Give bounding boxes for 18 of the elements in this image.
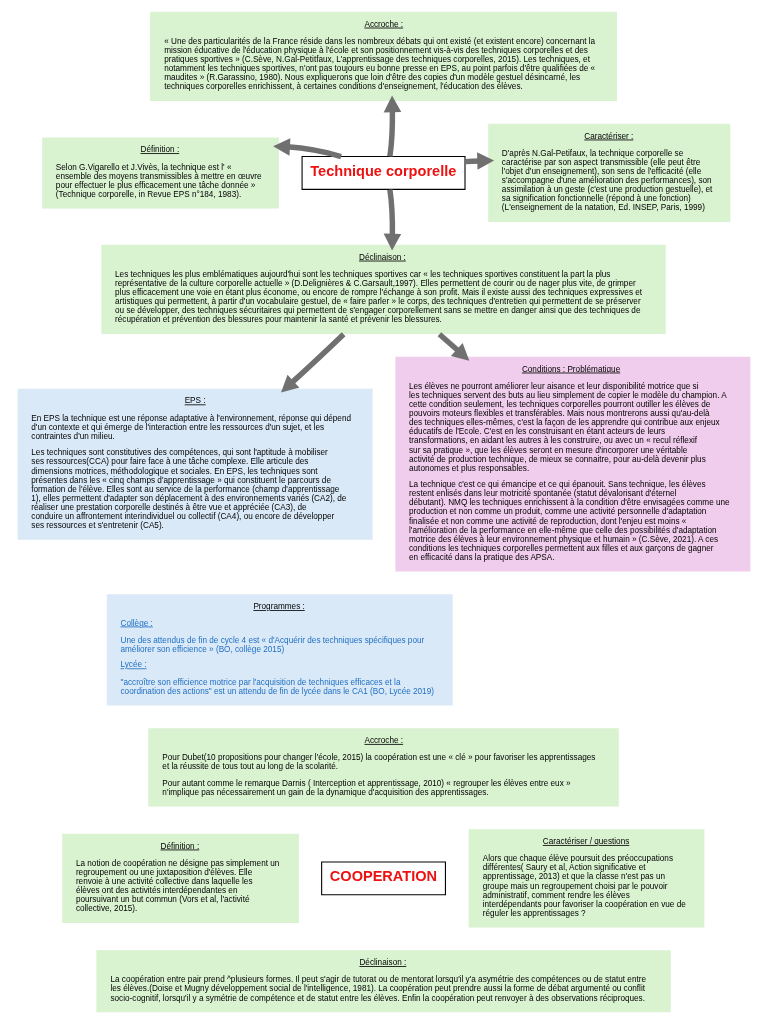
node-box: Caractériser : D'après N.Gal-Petifaux, la technique corporelle se caractérise par son aspect transmissible (elle peut être l'objet d'un enseignement), son sens de l'efficacité (elle s'accompagne d'une amélioration des performances), son assimilation à un geste (c'est une production gestuelle), et sa signification fonctionnelle (répond à une fonction) (L'enseignement de la natation, Ed. INSEP, Paris, 1999) [488, 123, 731, 223]
arrow [383, 189, 402, 251]
node-box: Accroche : « Une des particularités de la France réside dans les nombreux débats qui ont existé (et existent encore) concernant la mission éducative de l'éducation physique à l'école et son positionnement vis-à-vis des techniques corporelles et des pratiques sportives » (C.Sève, N.Gal-Petitfaux, L'apprentissage des techniques corporelles, 2015). Les techniques, et notamment les techniques sportives, n'ont pas toujours eu bonne presse en EPS, au point parfois d'être qualifiées de « maudites » (R.Garassino, 1980). Nous expliquerons que loin d'être des copies d'un modèle gestuel désincarné, les techniques corporelles enrichissent, à certaines conditions d'enseignement, l'éducation des élèves. [150, 11, 617, 102]
node-box: Déclinaison : La coopération entre pair prend ^plusieurs formes. Il peut s'agir de tutorat ou de mentorat lorsqu'il y'a asymétrie des compétences ou de statut entre les élèves.(Doise et Mugny développement social de l'intelligence, 1981). La coopération peut prendre aussi la forme de débat argumenté ou conflit socio-cognitif, lorsqu'il y a symétrie de compétence et de statut entre les élèves. Enfin la coopération peut renvoyer à des observations réciproques. [96, 950, 671, 1013]
node-box: EPS : En EPS la technique est une réponse adaptative à l'environnement, réponse qui dépend d'un contexte et qui émerge de l'interaction entre les ressources d'un sujet, et les contraintes d'un milieu. Les techniques sont constitutives des compétences, qui sont l'aptitude à mobiliser ses ressources(CCA) pour faire face à une tâche complexe. Elle articule des dimensions motrices, méthodologique et sociales. En EPS, les techniques sont présentes dans les « cinq champs d'apprentissage » qui constituent le parcours de formation de l'élève. Elles sont au service de la performance (champ d'apprentissage 1), elles permettent d'adapter son déplacement à des environnements variés (CA2), de réaliser une prestation corporelle destinés à être vue et appréciée (CA3), de conduire un affrontement interindividuel ou collectif (CA4), ou encore de développer ses ressources et s'entretenir (CA5). [17, 388, 373, 540]
node-box: Conditions : Problématique Les élèves ne pourront améliorer leur aisance et leur disponibilité motrice que si les techniques servent des buts au lieu simplement de copier le modèle du champion. A cette condition seulement, les techniques corporelles pourront outiller les élèves de pouvoirs moteurs flexibles et transférables. Mais nous montrerons aussi qu'au-delà des techniques elles-mêmes, c'est la façon de les apprendre qui contribue aux enjeux éducatifs de l'Ecole. C'est en les construisant en étant acteurs de leurs transformations, en aidant les autres à les construire, ou avec un « recul réflexif sur sa pratique », que les élèves seront en mesure d'incorporer une véritable activité de production technique, de mieux se connaitre, pour au-delà devenir plus autonomes et plus responsables. La technique c'est ce qui émancipe et ce qui épanouit. Sans technique, les élèves restent enlisés dans leur motricité spontanée (statut dévalorisant d'éternel débutant). NMQ les techniques enrichissent à la condition d'être envisagées comme une production et non comme un produit, comme une activité personnelle d'adaptation finalisée et non comme une activité de reproduction, dont l'enjeu est moins « l'amélioration de la performance en elle-même que celle des possibilités d'adaptation motrice des élèves à leur environnement physique et humain » (C.Sève, 2021). A ces conditions les techniques corporelles permettent aux filles et aux garçons de gagner en efficacité dans la pratique des APSA. [395, 356, 751, 572]
node-box: Caractériser / questions Alors que chaque élève poursuit des préoccupations différentes( Saury et al, Action significative et apprentissage, 2013) et que la classe n'est pas un groupe mais un regroupement choisi par le pouvoir administratif, comment rendre les élèves interdépendants pour favoriser la coopération en vue de réguler les apprentissages ? [468, 829, 705, 928]
arrow [437, 332, 470, 361]
node-box: Définition : La notion de coopération ne désigne pas simplement un regroupement ou une juxtaposition d'élèves. Elle renvoie à une activité collective dans laquelle les élèves ont des activités interdépendantes en poursuivant un but commun (Vors et al, l'activité collective, 2015). [62, 833, 299, 923]
arrow [273, 138, 342, 160]
node-box: Accroche : Pour Dubet(10 propositions pour changer l'école, 2015) la coopération est une « clé » pour favoriser les apprentissages et la réussite de tous tout au long de la scolarité. Pour autant comme le remarque Darnis ( Interception et apprentissage, 2010) « regrouper les élèves entre eux » n'implique pas nécessairement un gain de la dynamique d'acquisition des apprentissages. [148, 728, 619, 807]
arrow [383, 95, 402, 157]
node-box: Déclinaison : Les techniques les plus emblématiques aujourd'hui sont les techniques sportives car « les techniques sportives constituent la part la plus représentative de la culture corporelle actuelle » (D.Delignières & C.Garsault,1997). Elles permettent de courir ou de nager plus vite, de grimper plus efficacement une voie en étant plus économe, ou encore de rompre l'échange à son profit. Mais il existe aussi des techniques expressives et artistiques qui permettent, à partir d'un vocabulaire gestuel, de « faire parler » le corps, des techniques d'entretien qui permettent de se préserver ou se développer, des techniques sécuritaires qui permettent de s'engager corporellement sans se mettre en danger ainsi que des techniques de récupération et prévention des blessures pour maintenir la santé et prévenir les blessures. [101, 244, 666, 335]
node-box: Technique corporelle [301, 156, 466, 190]
node-box: Définition : Selon G.Vigarello et J.Vivès, la technique est l' « ensemble des moyens transmissibles à mettre en œuvre pour effectuer le plus efficacement une tâche donnée » (Technique corporelle, in Revue EPS n°184, 1983). [42, 137, 279, 209]
arrow [281, 332, 346, 393]
node-box: Programmes : Collège : Une des attendus de fin de cycle 4 est « d'Acquérir des techniques spécifiques pour améliorer son efficience » (BO, collège 2015) Lycée : "accroître son efficience motrice par l'acquisition de techniques efficaces et la coordination des actions" est un attendu de fin de lycée dans le CA1 (BO, Lycée 2019) [106, 594, 453, 706]
node-box: COOPERATION [321, 861, 446, 896]
